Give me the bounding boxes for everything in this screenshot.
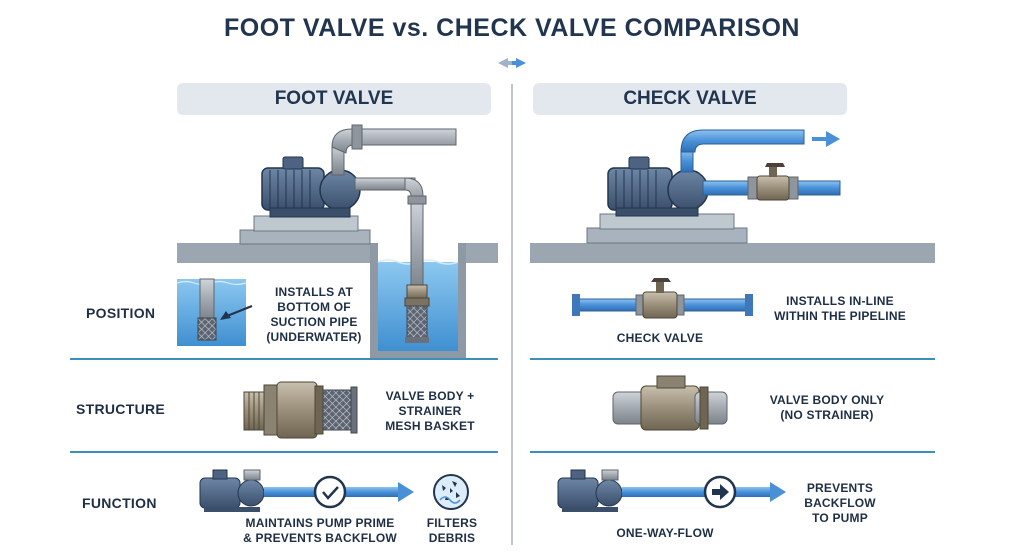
row-divider-left-2: [70, 451, 498, 453]
text-line: INSTALLS AT: [275, 285, 353, 299]
text-line: BOTTOM OF: [277, 300, 351, 314]
flow-arrow-icon: [770, 482, 786, 502]
compare-arrows-icon: [498, 58, 526, 68]
foot-structure-text: VALVE BODY + STRAINER MESH BASKET: [375, 389, 485, 434]
foot-valve-heading: FOOT VALVE: [177, 83, 491, 115]
debris-icon: [433, 474, 469, 510]
row-divider-right-1: [530, 358, 935, 360]
text-line: & PREVENTS BACKFLOW: [243, 531, 397, 545]
row-label-structure: STRUCTURE: [76, 401, 166, 417]
text-line: MAINTAINS PUMP PRIME: [245, 516, 395, 530]
pump-icon: [199, 469, 265, 512]
foot-valve-scene: [177, 124, 498, 359]
page-title: FOOT VALVE vs. CHECK VALVE COMPARISON: [224, 14, 800, 42]
text-line: (UNDERWATER): [266, 330, 362, 344]
text-line: STRAINER: [398, 404, 462, 418]
check-structure-text: VALVE BODY ONLY (NO STRAINER): [762, 393, 892, 423]
flow-arrow-icon: [398, 482, 414, 502]
check-valve-heading: CHECK VALVE: [533, 83, 847, 115]
foot-filter-text: FILTERS DEBRIS: [420, 516, 484, 546]
row-divider-right-2: [530, 451, 935, 453]
foot-function-text: MAINTAINS PUMP PRIME & PREVENTS BACKFLOW: [230, 516, 410, 546]
foot-position-text: INSTALLS AT BOTTOM OF SUCTION PIPE (UNDE…: [244, 285, 384, 345]
check-function-diagram: [557, 469, 786, 512]
row-divider-left-1: [70, 358, 498, 360]
text-line: INSTALLS IN-LINE: [786, 294, 894, 308]
ground-left: [177, 243, 376, 263]
check-function-caption: ONE-WAY-FLOW: [616, 526, 714, 540]
ground-right-panel: [530, 243, 935, 263]
foot-valve-structure-icon: [243, 381, 358, 439]
text-line: SUCTION PIPE: [270, 315, 358, 329]
text-line: VALVE BODY +: [385, 389, 475, 403]
row-label-position: POSITION: [86, 305, 156, 321]
pump-icon: [261, 156, 361, 218]
text-line: MESH BASKET: [385, 419, 475, 433]
text-line: FILTERS: [426, 516, 478, 530]
foot-function-diagram: [199, 469, 469, 512]
row-label-function: FUNCTION: [82, 495, 157, 511]
check-valve-caption: CHECK VALVE: [616, 331, 704, 345]
text-line: DEBRIS: [428, 531, 476, 545]
pump-icon: [607, 156, 709, 217]
checkmark-icon: [313, 475, 347, 509]
check-function-text: PREVENTS BACKFLOW TO PUMP: [790, 481, 890, 526]
check-position-pipe: [572, 278, 753, 319]
text-line: TO PUMP: [812, 511, 868, 525]
check-valve-scene: [530, 129, 935, 263]
foot-position-inset: [176, 278, 253, 346]
text-line: VALVE BODY ONLY: [769, 393, 885, 407]
text-line: (NO STRAINER): [780, 408, 874, 422]
flow-arrow-icon: [812, 131, 840, 147]
check-valve-icon: [756, 175, 790, 201]
ground-right: [463, 243, 498, 263]
check-position-text: INSTALLS IN-LINE WITHIN THE PIPELINE: [760, 294, 920, 324]
pump-icon: [557, 469, 623, 512]
check-valve-structure-icon: [612, 375, 728, 431]
text-line: PREVENTS: [806, 481, 874, 495]
text-line: BACKFLOW: [804, 496, 876, 510]
text-line: WITHIN THE PIPELINE: [774, 309, 906, 323]
